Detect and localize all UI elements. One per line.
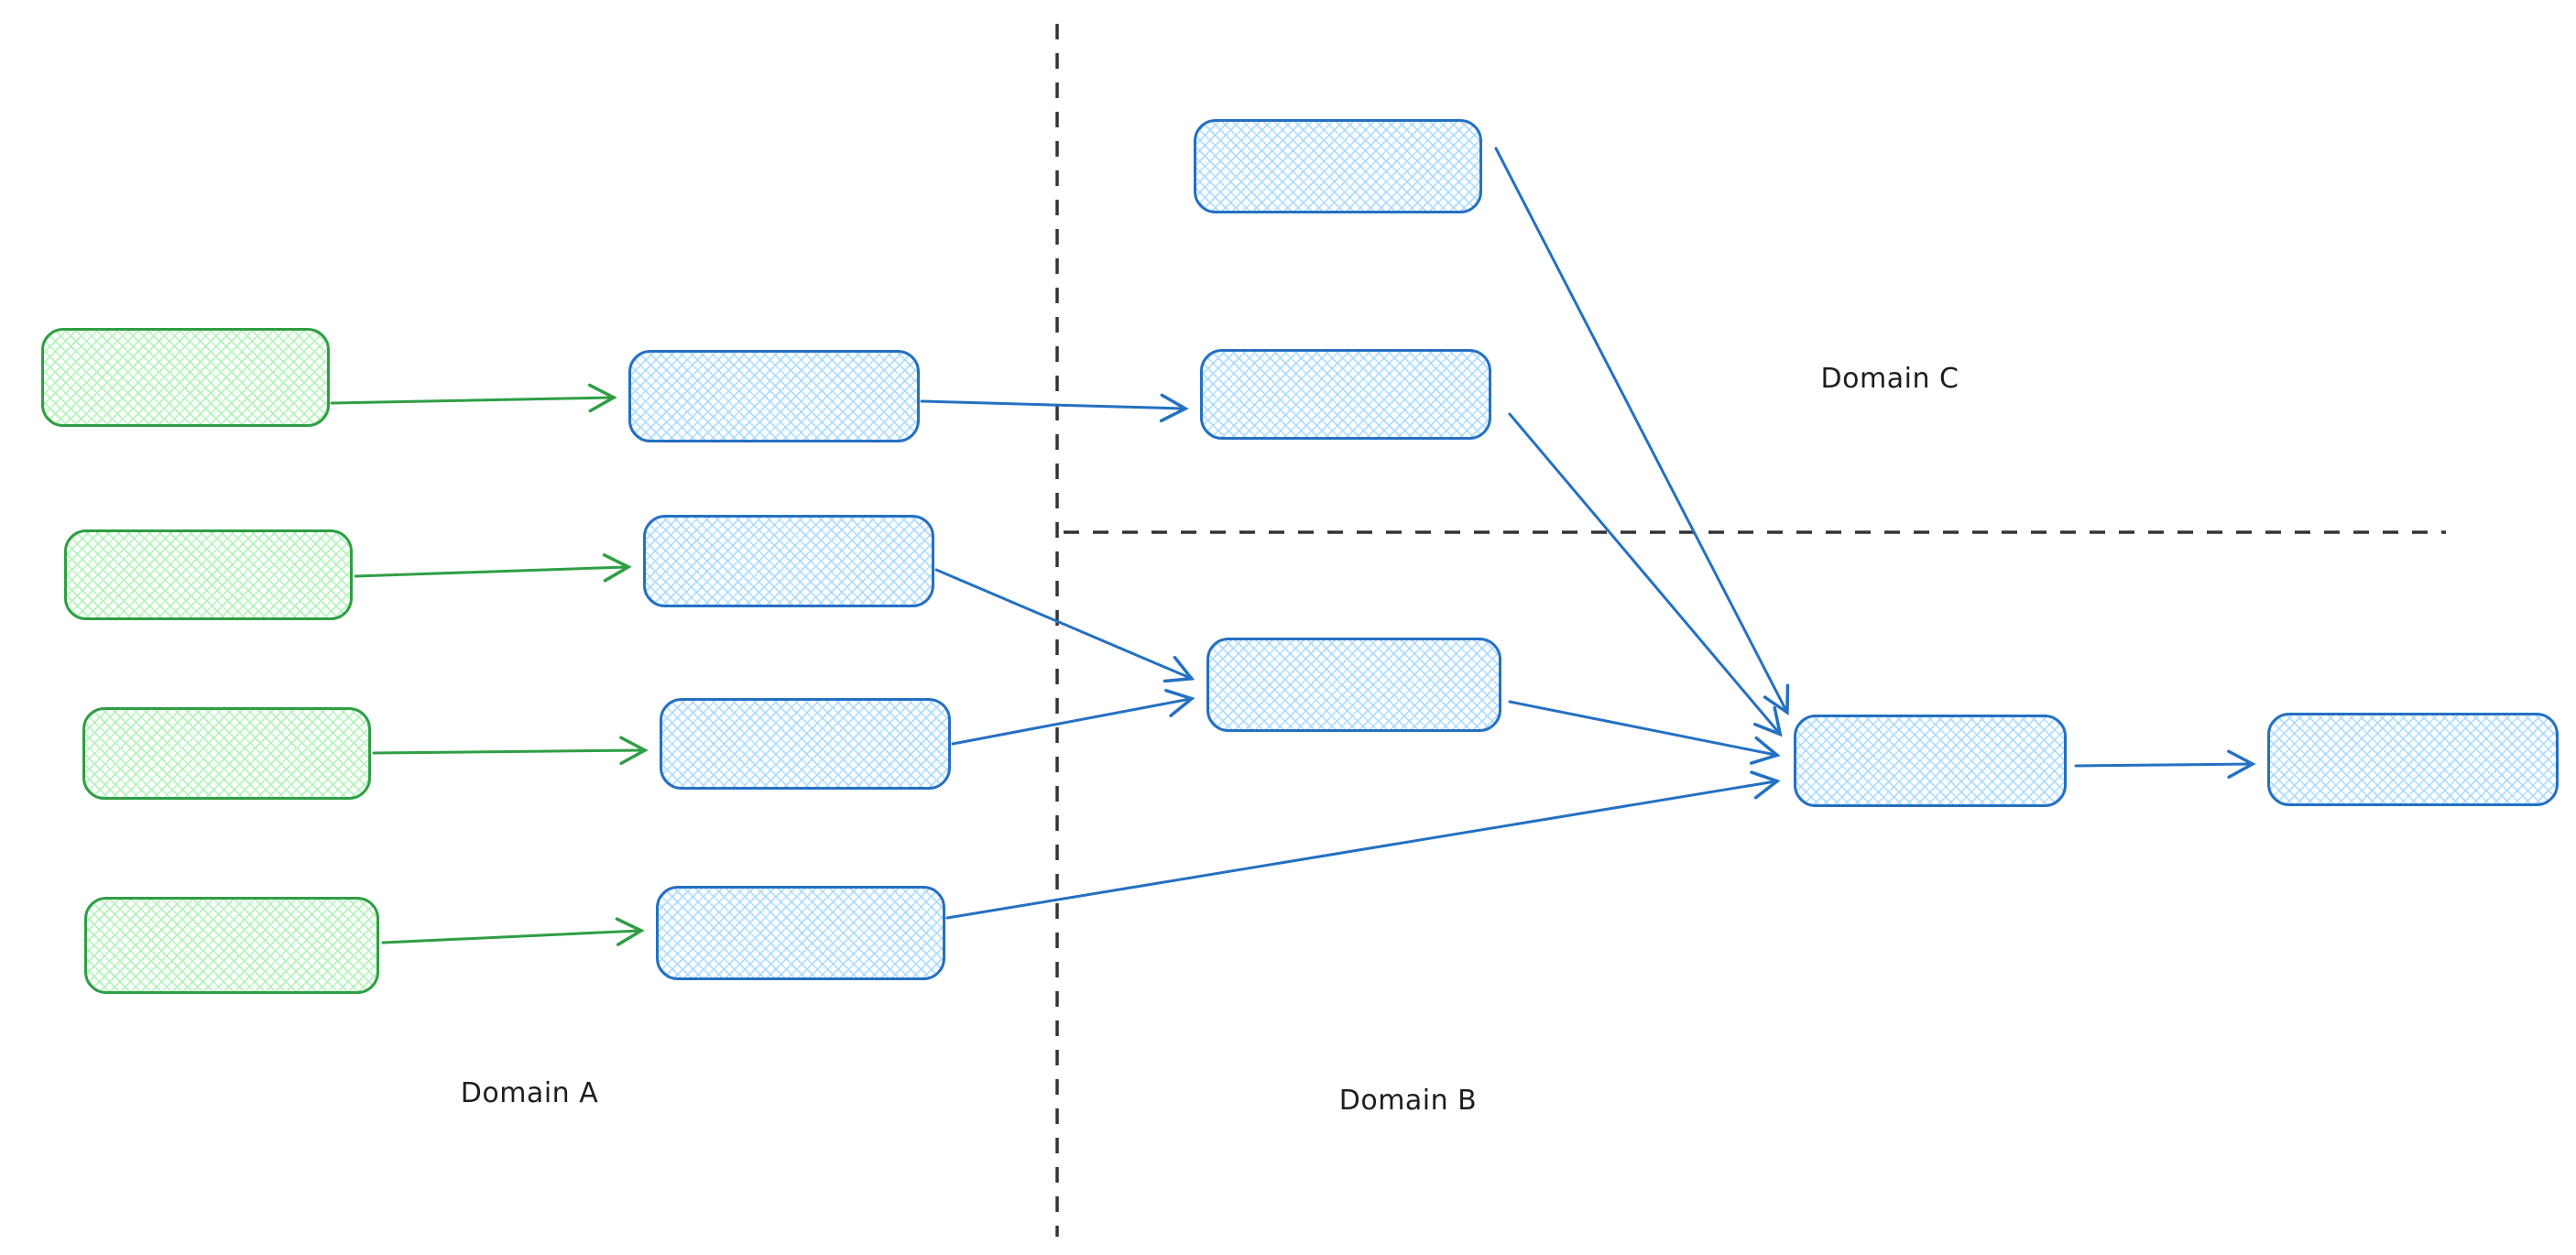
node-a1[interactable] bbox=[41, 328, 330, 427]
edge-b2-c1 bbox=[1508, 412, 1783, 737]
edge-b1-c1 bbox=[1494, 147, 1790, 716]
node-b2[interactable] bbox=[1200, 349, 1491, 440]
domain-b-label: Domain B bbox=[1338, 1085, 1478, 1117]
node-c1[interactable] bbox=[1794, 715, 2067, 807]
node-b3[interactable] bbox=[1206, 638, 1501, 732]
edge-m1-b2 bbox=[920, 393, 1189, 423]
node-m1[interactable] bbox=[628, 350, 920, 442]
node-m4[interactable] bbox=[656, 886, 945, 980]
edge-m3-b3 bbox=[951, 688, 1195, 746]
node-m2[interactable] bbox=[643, 515, 934, 607]
node-m3[interactable] bbox=[660, 698, 951, 790]
edge-b3-c1 bbox=[1508, 700, 1781, 765]
edge-a2-m2 bbox=[354, 553, 632, 583]
edge-c1-c2 bbox=[2074, 749, 2256, 780]
edge-m2-b3 bbox=[934, 568, 1195, 683]
domain-a-label: Domain A bbox=[460, 1077, 599, 1109]
edge-a4-m4 bbox=[381, 917, 645, 946]
node-a3[interactable] bbox=[82, 707, 371, 800]
domain-c-label: Domain C bbox=[1820, 363, 1959, 395]
edge-a1-m1 bbox=[330, 383, 617, 413]
edge-m4-c1 bbox=[945, 770, 1781, 920]
node-a2[interactable] bbox=[64, 529, 353, 620]
node-b1[interactable] bbox=[1194, 119, 1482, 213]
edge-a3-m3 bbox=[372, 736, 649, 765]
node-c2[interactable] bbox=[2267, 713, 2559, 806]
node-a4[interactable] bbox=[84, 897, 379, 994]
